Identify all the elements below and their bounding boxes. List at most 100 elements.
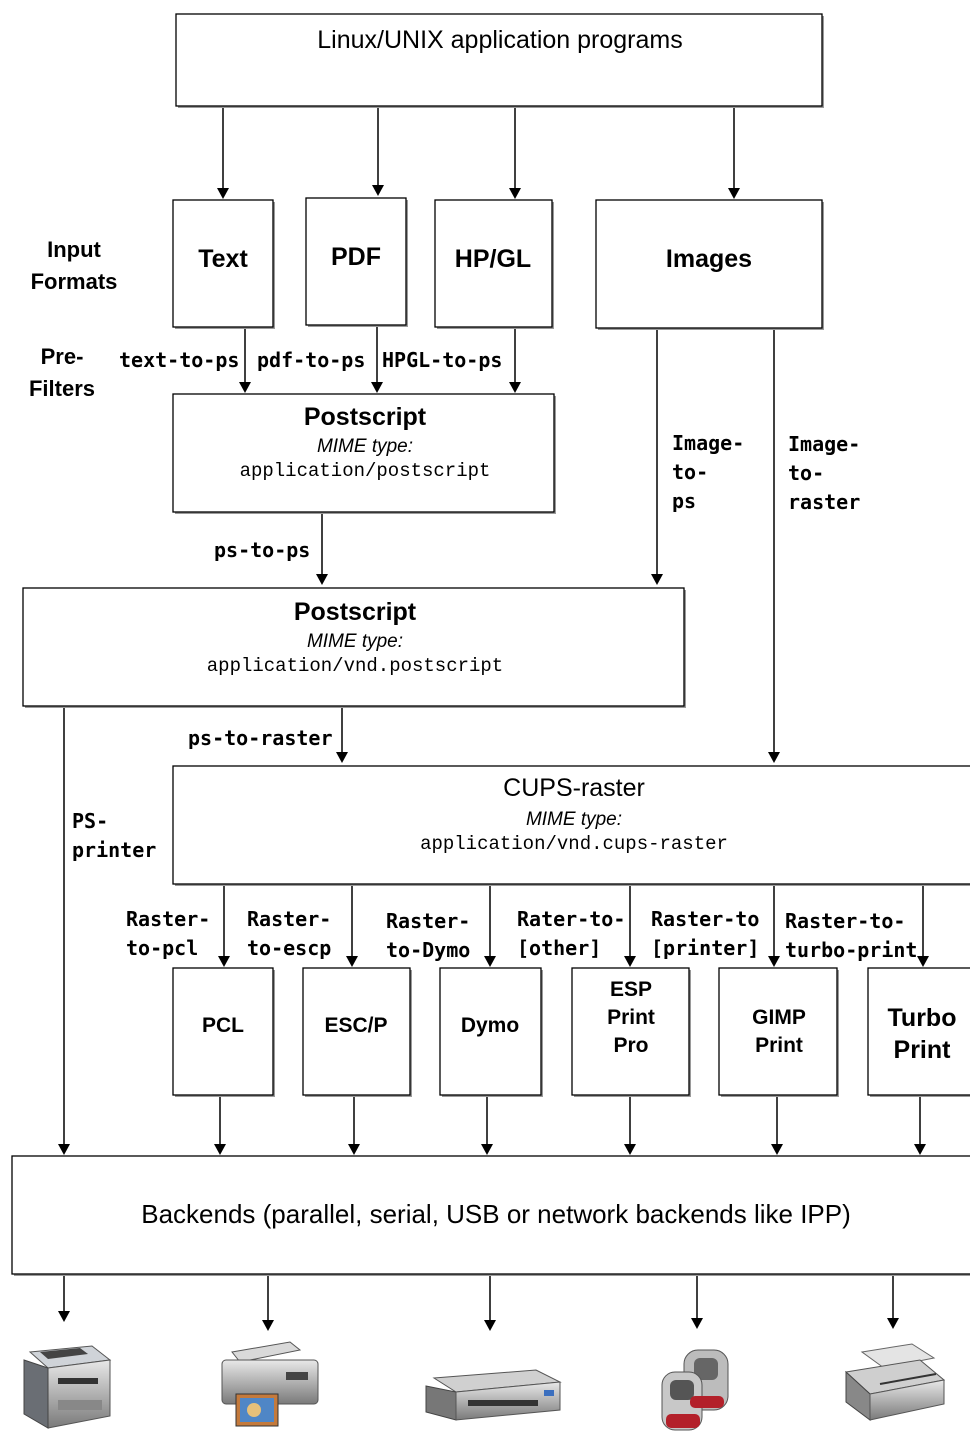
raster-to-turbo-line-1: Raster-to-	[785, 909, 905, 933]
cups-raster-title: CUPS-raster	[503, 774, 645, 802]
label-raster-to-dymo: Raster- to-Dymo	[386, 909, 470, 962]
label-ps-printer: PS- printer	[72, 809, 156, 862]
backends-label: Backends (parallel, serial, USB or netwo…	[141, 1199, 851, 1229]
image-to-ps-line-1: Image-	[672, 431, 744, 455]
edge-raster-to-turbo	[917, 885, 929, 967]
edge-pdf-to-postscript	[371, 327, 383, 393]
label-text-to-ps: text-to-ps	[119, 348, 239, 372]
edge-hpgl-to-postscript	[509, 327, 521, 393]
wide-printer-icon	[425, 1369, 562, 1421]
label-image-to-raster: Image- to- raster	[788, 432, 860, 514]
image-to-raster-line-3: raster	[788, 490, 860, 514]
photo-printer-icon	[221, 1341, 319, 1427]
input-formats-line-1: Input	[47, 237, 101, 262]
label-image-to-ps: Image- to- ps	[672, 431, 744, 513]
raster-to-printer-line-2: [printer]	[651, 936, 759, 960]
node-backends: Backends (parallel, serial, USB or netwo…	[11, 1155, 970, 1276]
edge-esp-to-backends	[624, 1097, 636, 1155]
raster-to-other-line-2: [other]	[517, 936, 601, 960]
edge-images-to-postscript2	[651, 330, 663, 585]
raster-to-dymo-line-1: Raster-	[386, 909, 470, 933]
label-ps-to-ps: ps-to-ps	[214, 538, 310, 562]
side-label-pre-filters: Pre- Filters	[29, 344, 95, 401]
edge-raster-to-gimp	[768, 885, 780, 967]
postscript-title: Postscript	[304, 403, 427, 431]
label-raster-to-other: Rater-to- [other]	[517, 907, 625, 960]
edge-raster-to-escp	[346, 885, 358, 967]
postscript-mime-type: application/postscript	[240, 460, 491, 482]
pdf-label: PDF	[331, 243, 381, 271]
image-to-ps-line-3: ps	[672, 489, 696, 513]
node-postscript: Postscript MIME type: application/postsc…	[172, 393, 556, 514]
edge-apps-to-images	[728, 106, 740, 199]
edge-gimp-to-backends	[771, 1097, 783, 1155]
pre-filters-line-2: Filters	[29, 376, 95, 401]
edge-backends-to-device-4	[691, 1275, 703, 1329]
node-esp-print-pro: ESP Print Pro	[571, 967, 691, 1097]
node-text: Text	[172, 199, 275, 329]
raster-to-dymo-line-2: to-Dymo	[386, 938, 470, 962]
cups-raster-mime-label: MIME type:	[526, 809, 622, 830]
raster-to-escp-line-2: to-escp	[247, 936, 331, 960]
node-hpgl: HP/GL	[434, 199, 554, 329]
edge-images-to-cups-raster	[768, 330, 780, 763]
ps-printer-line-1: PS-	[72, 809, 108, 833]
label-raster-to-pcl: Raster- to-pcl	[126, 907, 210, 960]
node-escp: ESC/P	[302, 967, 412, 1097]
turbo-label-line-1: Turbo	[888, 1004, 957, 1032]
edge-text-to-postscript	[239, 327, 251, 393]
edge-raster-to-esp	[624, 885, 636, 967]
node-vnd-postscript: Postscript MIME type: application/vnd.po…	[22, 587, 686, 708]
escp-label: ESC/P	[324, 1014, 387, 1037]
turbo-label-line-2: Print	[894, 1036, 952, 1064]
vnd-postscript-mime-label: MIME type:	[307, 631, 403, 652]
edge-apps-to-hpgl	[509, 106, 521, 199]
images-label: Images	[666, 245, 752, 273]
edge-raster-to-pcl	[218, 885, 230, 967]
node-application-programs: Linux/UNIX application programs	[175, 13, 824, 108]
label-raster-to-printer: Raster-to [printer]	[651, 907, 759, 960]
edge-escp-to-backends	[348, 1097, 360, 1155]
image-to-raster-line-1: Image-	[788, 432, 860, 456]
edge-backends-to-device-5	[887, 1275, 899, 1329]
input-formats-line-2: Formats	[31, 269, 118, 294]
edge-ps-printer	[58, 707, 70, 1155]
edge-raster-to-dymo	[484, 885, 496, 967]
edge-ps-to-ps	[316, 514, 328, 585]
dot-matrix-printer-icon	[844, 1343, 946, 1421]
raster-to-other-line-1: Rater-to-	[517, 907, 625, 931]
ps-printer-line-2: printer	[72, 838, 156, 862]
cups-raster-mime-type: application/vnd.cups-raster	[420, 833, 728, 855]
label-hpgl-to-ps: HPGL-to-ps	[382, 348, 502, 372]
raster-to-turbo-line-2: turbo-print	[785, 938, 917, 962]
esp-label-line-1: ESP	[610, 978, 652, 1001]
node-dymo: Dymo	[439, 967, 543, 1097]
label-raster-to-escp: Raster- to-escp	[247, 907, 331, 960]
postscript-mime-label: MIME type:	[317, 436, 413, 457]
esp-label-line-3: Pro	[613, 1034, 648, 1057]
edge-pcl-to-backends	[214, 1097, 226, 1155]
edge-turbo-to-backends	[914, 1097, 926, 1155]
esp-label-line-2: Print	[607, 1006, 655, 1029]
label-pdf-to-ps: pdf-to-ps	[257, 348, 365, 372]
node-cups-raster: CUPS-raster MIME type: application/vnd.c…	[172, 765, 970, 886]
application-programs-label: Linux/UNIX application programs	[317, 26, 682, 54]
node-gimp-print: GIMP Print	[718, 967, 839, 1097]
side-label-input-formats: Input Formats	[31, 237, 118, 294]
laser-printer-icon	[23, 1345, 112, 1429]
node-pcl: PCL	[172, 967, 275, 1097]
text-label: Text	[198, 245, 248, 273]
gimp-label-line-2: Print	[755, 1034, 803, 1057]
image-to-raster-line-2: to-	[788, 461, 824, 485]
dymo-label: Dymo	[461, 1014, 519, 1037]
edge-backends-to-device-3	[484, 1275, 496, 1331]
raster-to-escp-line-1: Raster-	[247, 907, 331, 931]
pre-filters-line-1: Pre-	[41, 344, 84, 369]
image-to-ps-line-2: to-	[672, 460, 708, 484]
raster-to-pcl-line-2: to-pcl	[126, 936, 198, 960]
edge-backends-to-device-1	[58, 1275, 70, 1322]
gimp-label-line-1: GIMP	[752, 1006, 806, 1029]
edges	[58, 106, 929, 1331]
vnd-postscript-mime-type: application/vnd.postscript	[207, 655, 503, 677]
